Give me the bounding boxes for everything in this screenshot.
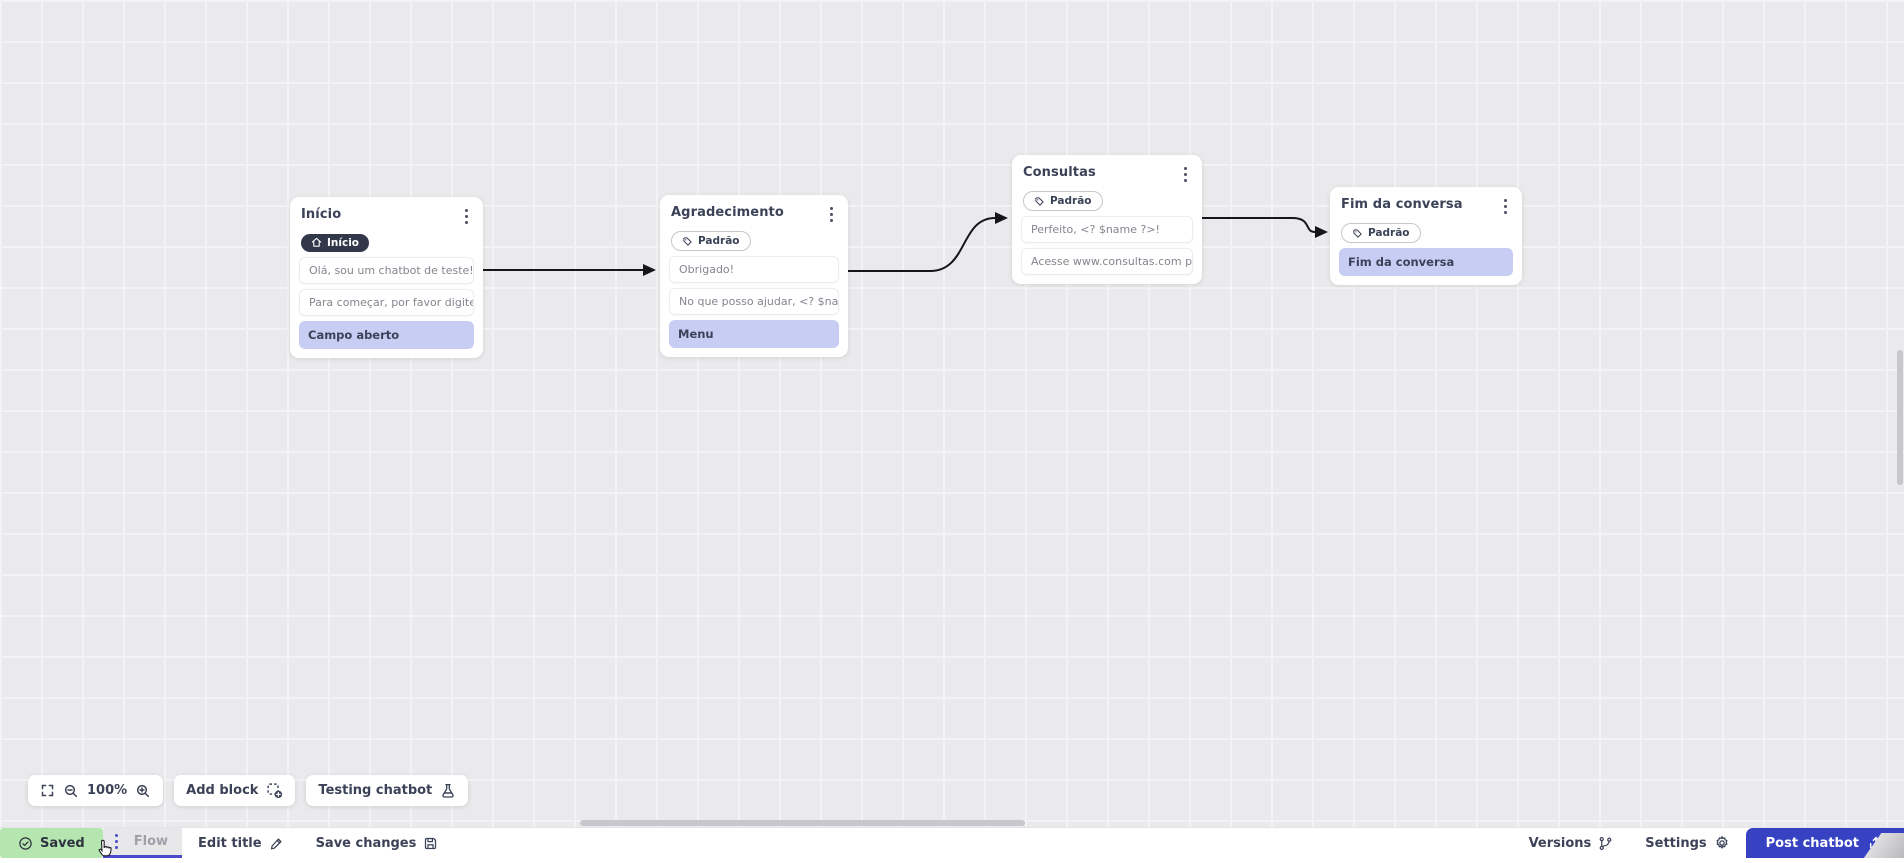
floppy-icon [423,836,438,851]
open-field-card[interactable]: Campo aberto [299,321,474,349]
padrao-badge: Padrão [1023,191,1103,211]
message-card[interactable]: No que posso ajudar, <? $name ... [669,288,839,315]
vertical-scrollbar[interactable] [1897,350,1903,485]
tag-icon [1352,228,1363,239]
message-card[interactable]: Perfeito, <? $name ?>! [1021,216,1193,243]
zoom-out-icon[interactable] [63,783,79,799]
start-badge: Início [301,234,369,252]
message-card[interactable]: Olá, sou um chatbot de teste! [299,257,474,284]
kebab-menu-icon[interactable] [1500,197,1511,216]
fullscreen-icon[interactable] [40,783,55,798]
canvas-toolbar: 100% Add block Testing chatbot [28,775,468,806]
git-branch-icon [1598,836,1613,851]
flow-node-fim-da-conversa[interactable]: Fim da conversa Padrão Fim da conversa [1330,187,1522,285]
flow-options-kebab-icon[interactable] [111,832,122,851]
testing-chatbot-button[interactable]: Testing chatbot [306,775,468,806]
zoom-in-icon[interactable] [135,783,151,799]
node-title: Consultas [1023,165,1096,180]
home-icon [311,237,322,248]
zoom-controls: 100% [28,775,163,806]
pencil-icon [269,836,284,851]
zoom-level: 100% [87,783,127,798]
message-card[interactable]: Para começar, por favor digite o ... [299,289,474,316]
tag-icon [682,236,693,247]
horizontal-scrollbar[interactable] [580,820,1025,826]
settings-button[interactable]: Settings [1629,828,1745,858]
add-block-button[interactable]: Add block [174,775,295,806]
tag-icon [1034,196,1045,207]
end-card[interactable]: Fim da conversa [1339,248,1513,276]
save-changes-button[interactable]: Save changes [300,828,455,858]
edit-title-button[interactable]: Edit title [182,828,300,858]
flow-node-agradecimento[interactable]: Agradecimento Padrão Obrigado! No que po… [660,195,848,357]
gear-icon [1714,835,1730,851]
corner-fold [1842,833,1904,858]
message-card[interactable]: Acesse www.consultas.com par... [1021,248,1193,275]
node-header: Agradecimento [669,205,839,224]
message-card[interactable]: Obrigado! [669,256,839,283]
node-title: Agradecimento [671,205,784,220]
node-title: Início [301,207,341,222]
kebab-menu-icon[interactable] [461,207,472,226]
flow-node-inicio[interactable]: Início Início Olá, sou um chatbot de tes… [290,197,483,358]
node-header: Fim da conversa [1339,197,1513,216]
node-header: Consultas [1021,165,1193,184]
padrao-badge: Padrão [1341,223,1421,243]
node-header: Início [299,207,474,226]
add-block-icon [266,782,283,799]
saved-status-badge: Saved [0,828,103,858]
tab-flow[interactable]: Flow [103,828,182,858]
bottom-bar: Saved Flow Edit title Save changes Versi… [0,827,1904,858]
padrao-badge: Padrão [671,231,751,251]
menu-card[interactable]: Menu [669,320,839,348]
node-title: Fim da conversa [1341,197,1463,212]
kebab-menu-icon[interactable] [826,205,837,224]
versions-button[interactable]: Versions [1513,828,1630,858]
flask-icon [440,783,456,799]
kebab-menu-icon[interactable] [1180,165,1191,184]
check-circle-icon [18,836,33,851]
flow-node-consultas[interactable]: Consultas Padrão Perfeito, <? $name ?>! … [1012,155,1202,284]
